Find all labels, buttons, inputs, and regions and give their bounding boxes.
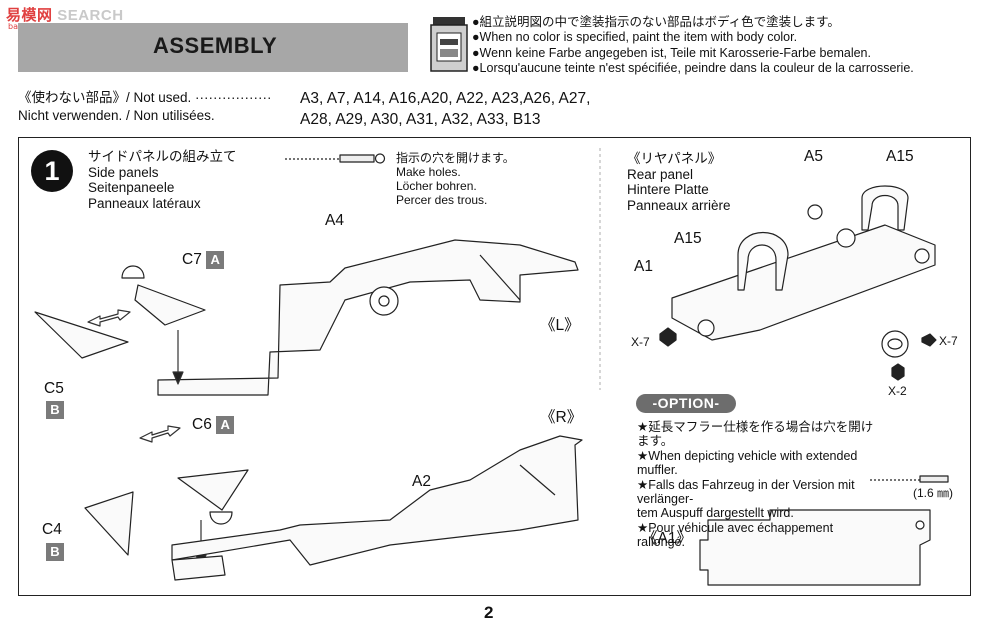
part-tree-a-badge: A xyxy=(216,416,235,434)
part-tree-a-badge: A xyxy=(206,251,225,269)
assembly-banner xyxy=(18,23,408,72)
label-x2: X-2 xyxy=(888,384,907,398)
label-right: 《R》 xyxy=(540,409,583,426)
label-x7-left: X-7 xyxy=(631,335,650,349)
paint-note-fr: ●Lorsqu'aucune teinte n'est spécifiée, p… xyxy=(472,60,914,75)
option-part-tag: 《A1》 xyxy=(642,530,692,547)
part-tree-b-badge: B xyxy=(46,543,64,561)
label-c5-box: B xyxy=(46,401,64,419)
label-a15-left: A15 xyxy=(674,230,702,247)
rear-panel-a1 xyxy=(671,185,936,341)
rear-panel-title: 《リヤパネル》 Rear panel Hintere Platte Pannea… xyxy=(627,151,731,213)
option-drill-icon xyxy=(870,475,949,483)
label-c5: C5 xyxy=(44,380,64,397)
triangle-c5 xyxy=(34,311,129,359)
bracket-c6 xyxy=(177,469,249,525)
page-title: ASSEMBLY xyxy=(153,33,278,58)
label-a15-right: A15 xyxy=(886,148,914,165)
option-badge: -OPTION- xyxy=(636,394,736,413)
side-panel-a2 xyxy=(171,435,583,581)
paint-note-de: ●Wenn keine Farbe angegeben ist, Teile m… xyxy=(472,45,871,60)
step1-title: サイドパネルの組み立て Side panels Seitenpaneele Pa… xyxy=(88,149,237,211)
watermark-logo: 易模网 SEARCH xyxy=(6,7,124,24)
part-tree-b-badge: B xyxy=(46,401,64,419)
label-c4-box: B xyxy=(46,543,64,561)
label-x7-right: X-7 xyxy=(939,334,958,348)
drill-size: (1.6 ㎜) xyxy=(913,486,954,500)
paint-can-icon xyxy=(430,17,468,72)
paint-note-jp: ●組立説明図の中で塗装指示のない部品はボディ色で塗装します。 xyxy=(472,15,840,29)
side-panel-a4 xyxy=(157,239,579,396)
screws xyxy=(659,327,937,381)
option-part-a1 xyxy=(699,509,931,586)
not-used-parts: A3, A7, A14, A16,A20, A22, A23,A26, A27,… xyxy=(300,90,591,128)
label-a2: A2 xyxy=(412,473,431,490)
page-number: 2 xyxy=(484,603,494,622)
label-c6: C6 A xyxy=(192,416,235,434)
label-c7: C7 A xyxy=(182,251,225,269)
option-notes: ★延長マフラー仕様を作る場合は穴を開けます。 ★When depicting v… xyxy=(637,420,874,550)
label-a5: A5 xyxy=(804,148,823,165)
label-a4: A4 xyxy=(325,212,344,229)
drill-icon xyxy=(285,153,386,164)
label-a1: A1 xyxy=(634,258,653,275)
triangle-c4 xyxy=(84,491,134,556)
paint-note-en: ●When no color is specified, paint the i… xyxy=(472,30,798,45)
not-used-label: 《使わない部品》/ Not used. ················· Ni… xyxy=(18,90,272,123)
label-left: 《L》 xyxy=(540,317,580,334)
make-holes-note: 指示の穴を開けます。 Make holes. Löcher bohren. Pe… xyxy=(396,151,515,207)
step-number: 1 xyxy=(31,150,73,192)
paint-notes: ●組立説明図の中で塗装指示のない部品はボディ色で塗装します。 ●When no … xyxy=(472,15,914,76)
label-c4: C4 xyxy=(42,521,62,538)
instruction-frame xyxy=(18,137,971,596)
bracket-c7 xyxy=(121,265,206,326)
